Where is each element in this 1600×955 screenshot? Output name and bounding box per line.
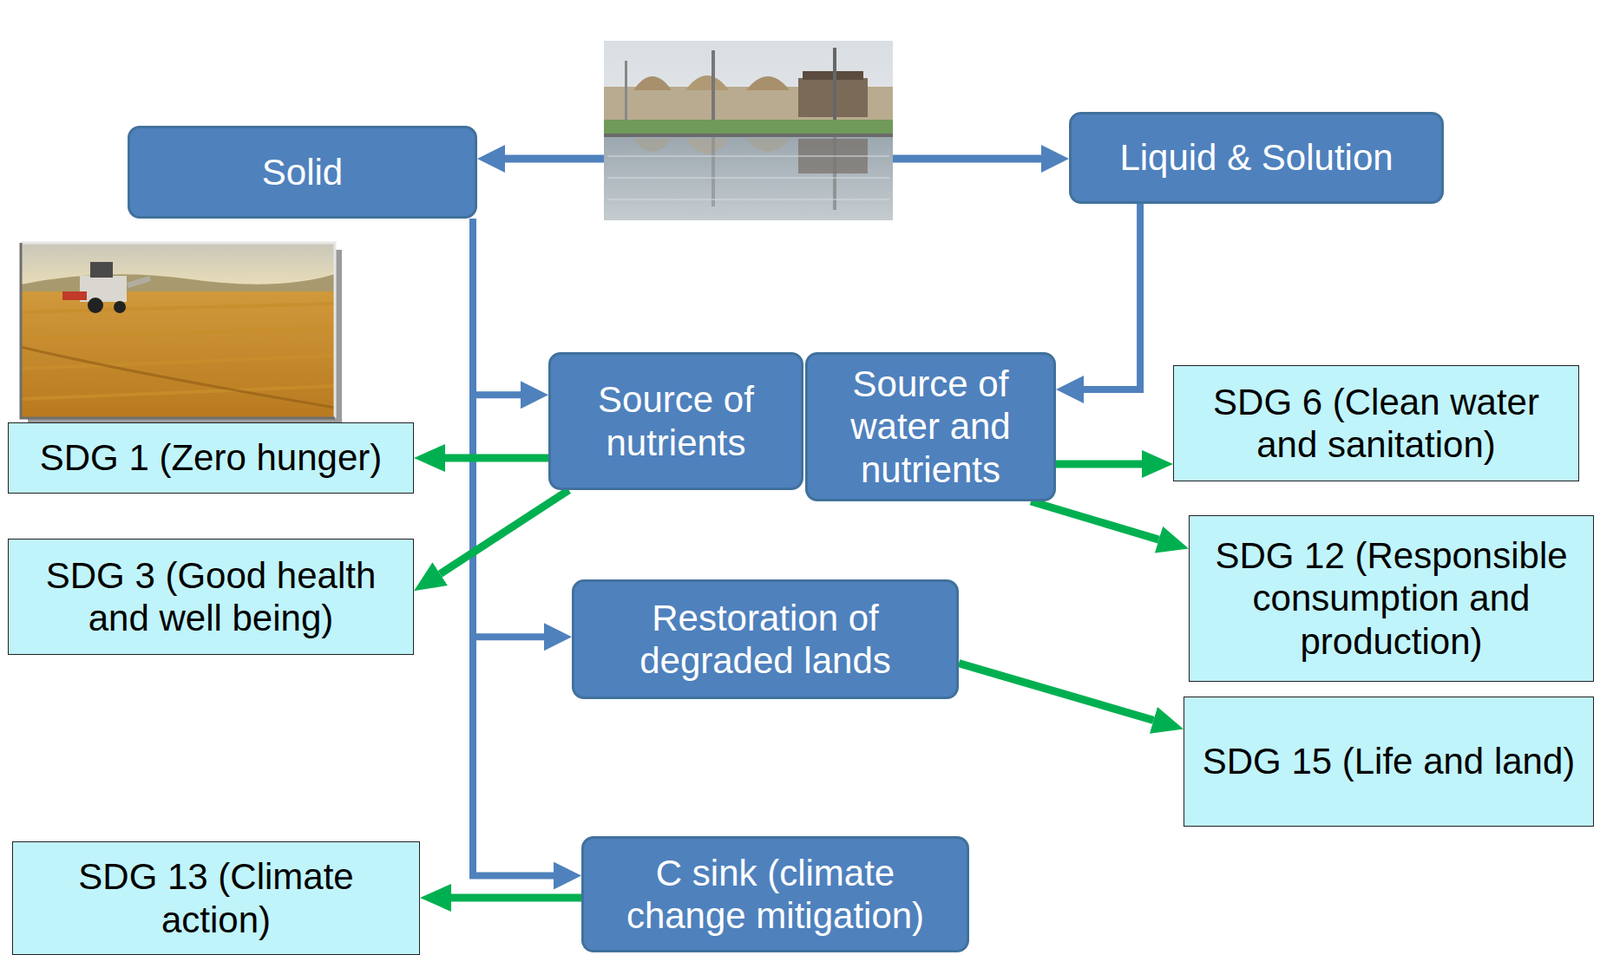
connector-arrow bbox=[1030, 501, 1159, 540]
box-text: Solid bbox=[262, 150, 343, 194]
goal-box: SDG 6 (Clean water and sanitation) bbox=[1173, 365, 1580, 482]
connector-arrow bbox=[1083, 203, 1141, 390]
box-text: SDG 3 (Good health and well being) bbox=[20, 554, 401, 640]
process-box: C sink (climate change mitigation) bbox=[581, 836, 970, 953]
box-text: Source of nutrients bbox=[571, 378, 781, 464]
connector-arrow bbox=[445, 454, 549, 463]
box-text: SDG 13 (Climate action) bbox=[25, 855, 407, 941]
goal-box: SDG 12 (Responsible consumption and prod… bbox=[1188, 515, 1594, 682]
flow-arrow bbox=[504, 155, 604, 164]
connector-arrow bbox=[1055, 459, 1142, 468]
box-text: SDG 15 (Life and land) bbox=[1202, 740, 1576, 783]
treatment-plant-photo bbox=[603, 40, 893, 221]
goal-box: SDG 15 (Life and land) bbox=[1183, 696, 1594, 827]
process-box: Source of water and nutrients bbox=[805, 352, 1056, 502]
box-text: SDG 1 (Zero hunger) bbox=[39, 436, 383, 479]
box-text: Source of water and nutrients bbox=[828, 362, 1033, 491]
connector-arrow bbox=[958, 663, 1154, 722]
connector-arrow bbox=[451, 894, 582, 903]
process-box: Restoration of degraded lands bbox=[571, 579, 959, 700]
harvest-photo bbox=[20, 242, 342, 426]
goal-box: SDG 1 (Zero hunger) bbox=[7, 422, 414, 494]
box-text: Restoration of degraded lands bbox=[595, 596, 936, 682]
box-text: SDG 6 (Clean water and sanitation) bbox=[1186, 380, 1567, 466]
goal-box: SDG 13 (Climate action) bbox=[12, 841, 420, 955]
goal-box: SDG 3 (Good health and well being) bbox=[7, 538, 414, 656]
connector-arrow bbox=[472, 218, 521, 395]
box-text: SDG 12 (Responsible consumption and prod… bbox=[1201, 534, 1581, 663]
process-box: Liquid & Solution bbox=[1068, 111, 1444, 204]
connector-arrow bbox=[472, 218, 545, 637]
box-text: Liquid & Solution bbox=[1119, 136, 1393, 179]
connector-arrow bbox=[439, 490, 569, 575]
process-box: Source of nutrients bbox=[548, 352, 804, 491]
box-text: C sink (climate change mitigation) bbox=[604, 852, 946, 938]
process-box: Solid bbox=[127, 125, 478, 219]
flow-arrow bbox=[892, 155, 1042, 164]
